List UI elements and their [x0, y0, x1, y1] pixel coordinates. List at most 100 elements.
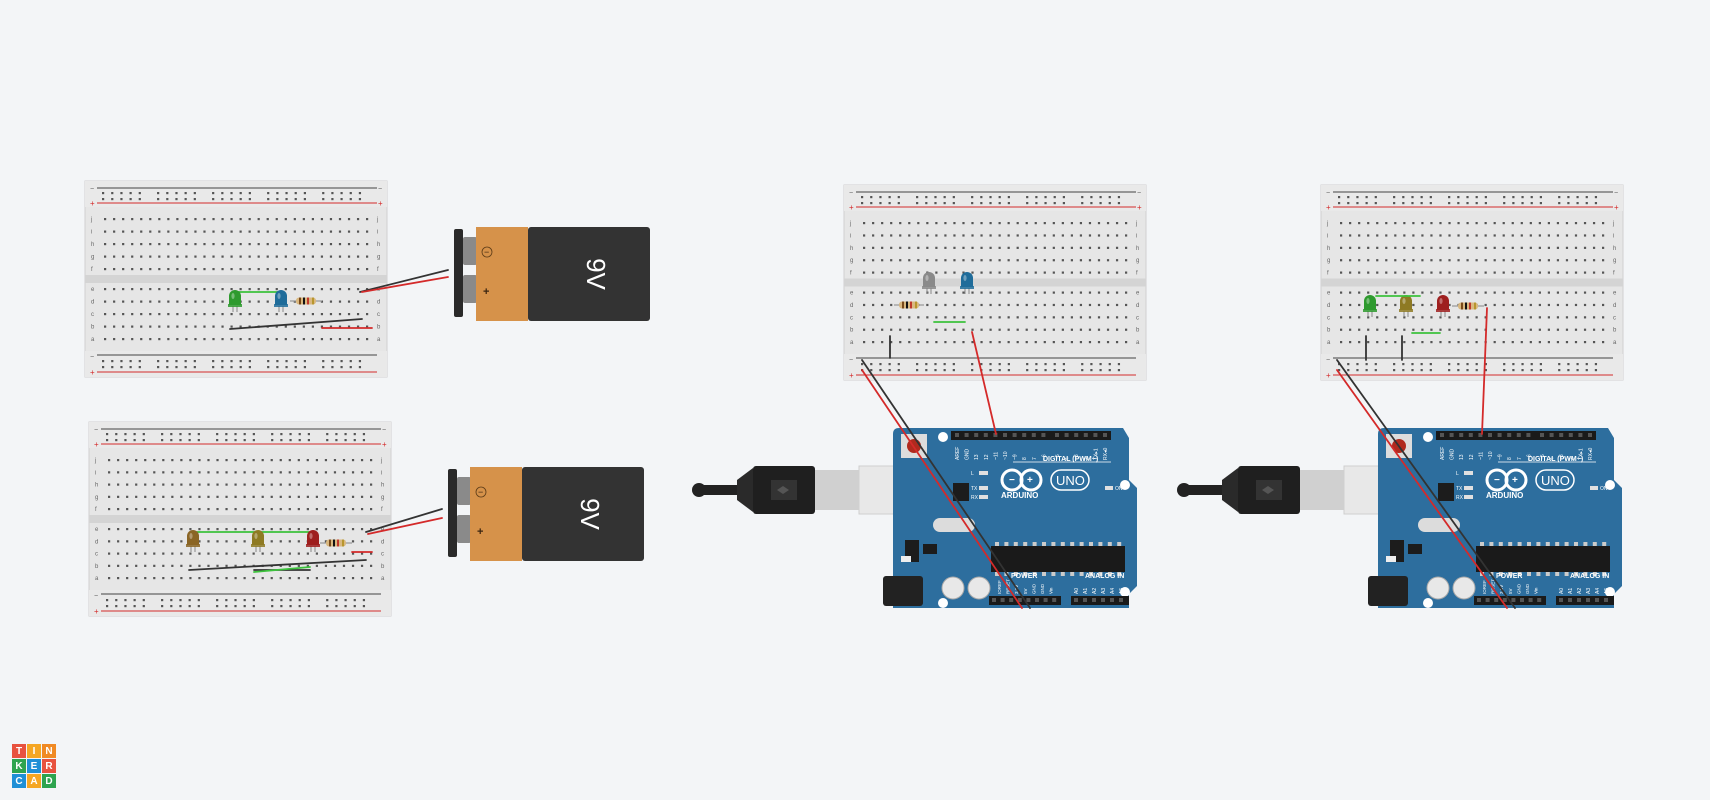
wire-red-5v[interactable]: [861, 369, 1023, 609]
led-olive[interactable]: [251, 530, 265, 552]
breadboard-hole: [140, 268, 143, 271]
breadboard-hole: [881, 291, 884, 294]
battery-wire-red[interactable]: [361, 276, 449, 293]
pin-label: ~11: [993, 452, 999, 460]
header-pin: [1595, 598, 1599, 602]
led-blue[interactable]: [274, 290, 288, 312]
battery-minus-label: −: [478, 487, 483, 497]
breadboard-hole: [1125, 234, 1128, 237]
led-olive[interactable]: [1399, 295, 1413, 317]
wire-black[interactable]: [229, 318, 363, 330]
rail-hole: [1108, 363, 1111, 366]
rail-hole: [133, 433, 136, 436]
rail-hole: [298, 599, 301, 602]
wire-black-gnd[interactable]: [1336, 359, 1516, 609]
header-pin: [993, 433, 998, 437]
jumper-wire-green[interactable]: [253, 566, 311, 573]
wire-red-5v[interactable]: [1336, 369, 1508, 609]
breadboard-hole: [225, 577, 228, 580]
breadboard-hole: [1403, 234, 1406, 237]
breadboard-hole: [917, 341, 920, 344]
led-brown[interactable]: [186, 530, 200, 552]
battery-wire-red[interactable]: [367, 517, 443, 535]
rail-hole: [344, 439, 347, 442]
led-rim: [274, 304, 288, 307]
resistor-1[interactable]: [290, 297, 322, 305]
breadboard-hole: [1583, 271, 1587, 274]
rail-hole: [934, 196, 937, 199]
breadboard-hole: [863, 341, 866, 344]
breadboard-hole: [194, 243, 197, 246]
breadboard-hole: [284, 218, 287, 221]
breadboard-hole: [360, 528, 364, 531]
breadboard-hole: [324, 483, 328, 486]
pin-label: A5: [1604, 588, 1610, 594]
usb-cable-2[interactable]: [1177, 465, 1401, 515]
wire-black[interactable]: [188, 559, 367, 571]
breadboard-hole: [890, 303, 893, 307]
breadboard-hole: [266, 255, 269, 258]
breadboard-hole: [351, 459, 355, 462]
rail-hole: [307, 433, 310, 436]
breadboard-hole: [944, 316, 947, 319]
wire-black-gnd[interactable]: [861, 359, 1031, 609]
breadboard-hole: [1466, 271, 1469, 274]
usb-cable-1[interactable]: [692, 465, 916, 515]
rail-hole: [1090, 196, 1093, 199]
rail-hole: [184, 192, 187, 195]
wire-red-signal[interactable]: [971, 331, 997, 435]
rail-hole: [344, 605, 347, 608]
breadboard-hole: [1592, 259, 1596, 262]
breadboard-hole: [1448, 271, 1451, 274]
breadboard-hole: [1529, 316, 1532, 319]
led-red[interactable]: [306, 530, 320, 552]
breadboard-hole: [1502, 222, 1505, 225]
breadboard-hole: [1565, 271, 1569, 274]
battery-wire-black[interactable]: [365, 508, 443, 533]
rail-hole: [1053, 202, 1056, 205]
breadboard-hole: [126, 528, 129, 531]
breadboard-hole: [180, 540, 183, 543]
battery-1[interactable]: −+9V: [454, 227, 650, 321]
rail-hole: [243, 605, 246, 608]
breadboard-hole: [297, 483, 300, 486]
breadboard-hole: [935, 291, 938, 294]
rail-hole: [943, 369, 946, 372]
breadboard-hole: [315, 508, 318, 511]
board-led: [979, 495, 988, 499]
chip-pin: [1574, 542, 1578, 546]
rail-hole: [138, 366, 141, 369]
resistor-3[interactable]: [894, 301, 924, 309]
breadboard-hole: [104, 218, 107, 221]
wire-red-signal[interactable]: [1481, 307, 1488, 435]
chip-pin: [1498, 542, 1503, 546]
breadboard-hole: [207, 483, 210, 486]
led-green[interactable]: [228, 290, 242, 312]
led-red[interactable]: [1436, 295, 1450, 317]
resistor-4[interactable]: [1452, 302, 1484, 310]
led-blue[interactable]: [960, 272, 974, 294]
led-green[interactable]: [1363, 295, 1377, 317]
breadboard-hole: [1493, 316, 1496, 319]
battery-voltage-label: 9V: [575, 498, 605, 530]
breadboard-hole: [1538, 234, 1541, 237]
rail-hole: [1420, 363, 1423, 366]
battery-2[interactable]: −+9V: [448, 467, 644, 561]
breadboard-hole: [342, 528, 346, 531]
breadboard-hole: [117, 577, 120, 580]
header-pin: [1568, 598, 1572, 602]
breadboard-hole: [863, 316, 866, 319]
battery-wire-black[interactable]: [359, 269, 449, 293]
led-gray[interactable]: [922, 272, 936, 294]
resistor-2[interactable]: [320, 539, 352, 547]
rail-hole: [1007, 363, 1010, 366]
breadboard-hole: [370, 495, 373, 498]
